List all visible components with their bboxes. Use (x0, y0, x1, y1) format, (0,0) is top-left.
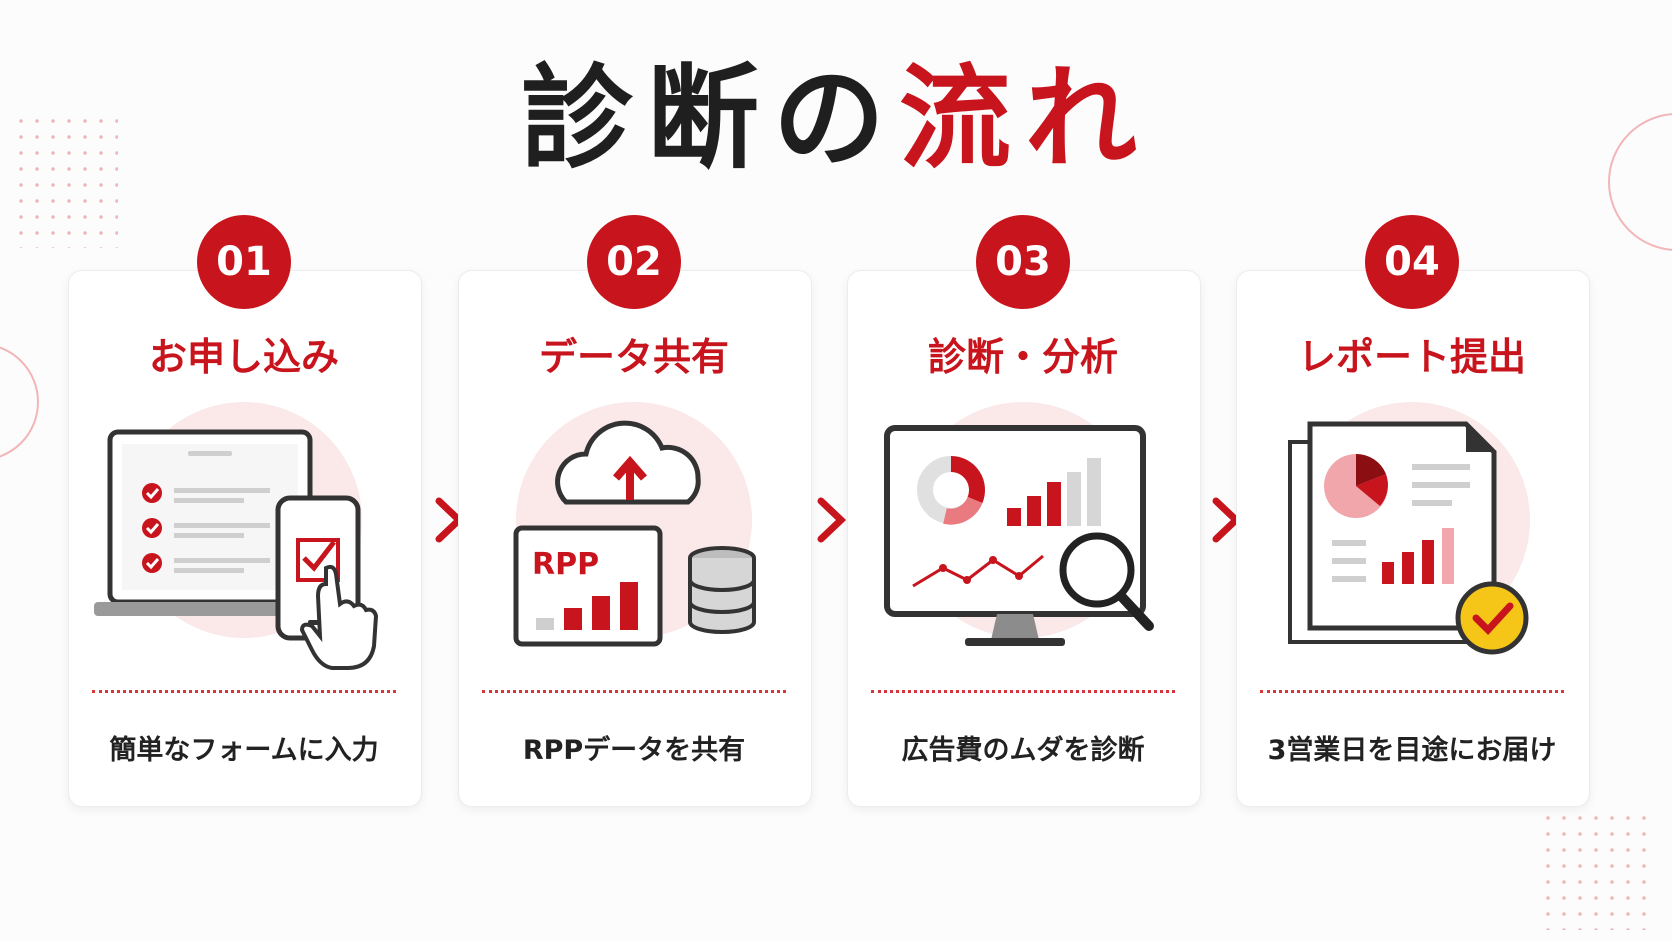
page-title: 診断の流れ (0, 57, 1672, 181)
step-number-badge-1: 01 (197, 215, 291, 309)
step-title-1: お申し込み (148, 335, 339, 379)
chevron-right-icon (817, 497, 847, 543)
step-number-badge-4: 04 (1365, 215, 1459, 309)
page-title-main: 診断の (521, 54, 899, 184)
laptop-form-illustration (94, 402, 379, 670)
dotted-divider-4 (1260, 690, 1564, 693)
circle-outline-decoration (0, 346, 39, 458)
dot-grid-decoration (18, 118, 118, 248)
step-title-3: 診断・分析 (927, 335, 1118, 379)
step-description-3: 広告費のムダを診断 (901, 735, 1145, 766)
page-title-accent: 流れ (899, 54, 1151, 184)
circle-outline-decoration (1608, 113, 1672, 251)
cloud-upload-icon (555, 420, 701, 505)
dashboard-window: RPP (513, 525, 663, 647)
dotted-divider-1 (92, 690, 396, 693)
database-icon (688, 546, 756, 634)
step-title-2: データ共有 (538, 335, 729, 379)
step-title-4: レポート提出 (1297, 335, 1526, 379)
monitor-analysis-illustration (884, 402, 1154, 646)
checkbox-icon (142, 483, 162, 573)
pointing-hand-icon (299, 564, 379, 670)
pie-chart-icon (1324, 453, 1388, 518)
step-description-2: RPPデータを共有 (522, 735, 746, 766)
dotted-divider-2 (482, 690, 786, 693)
donut-chart-icon (917, 456, 985, 525)
step-description-1: 簡単なフォームに入力 (109, 735, 379, 766)
step-number-badge-2: 02 (587, 215, 681, 309)
rpp-sign-text: RPP (532, 547, 599, 582)
report-document-illustration (1288, 402, 1530, 655)
check-badge-icon (1455, 581, 1529, 655)
dot-grid-decoration (1545, 815, 1655, 930)
step-number-badge-3: 03 (976, 215, 1070, 309)
cloud-upload-illustration: RPP (513, 402, 756, 647)
step-description-4: 3営業日を目途にお届け (1267, 735, 1557, 766)
magnifier-icon (1059, 532, 1154, 631)
dotted-divider-3 (871, 690, 1175, 693)
